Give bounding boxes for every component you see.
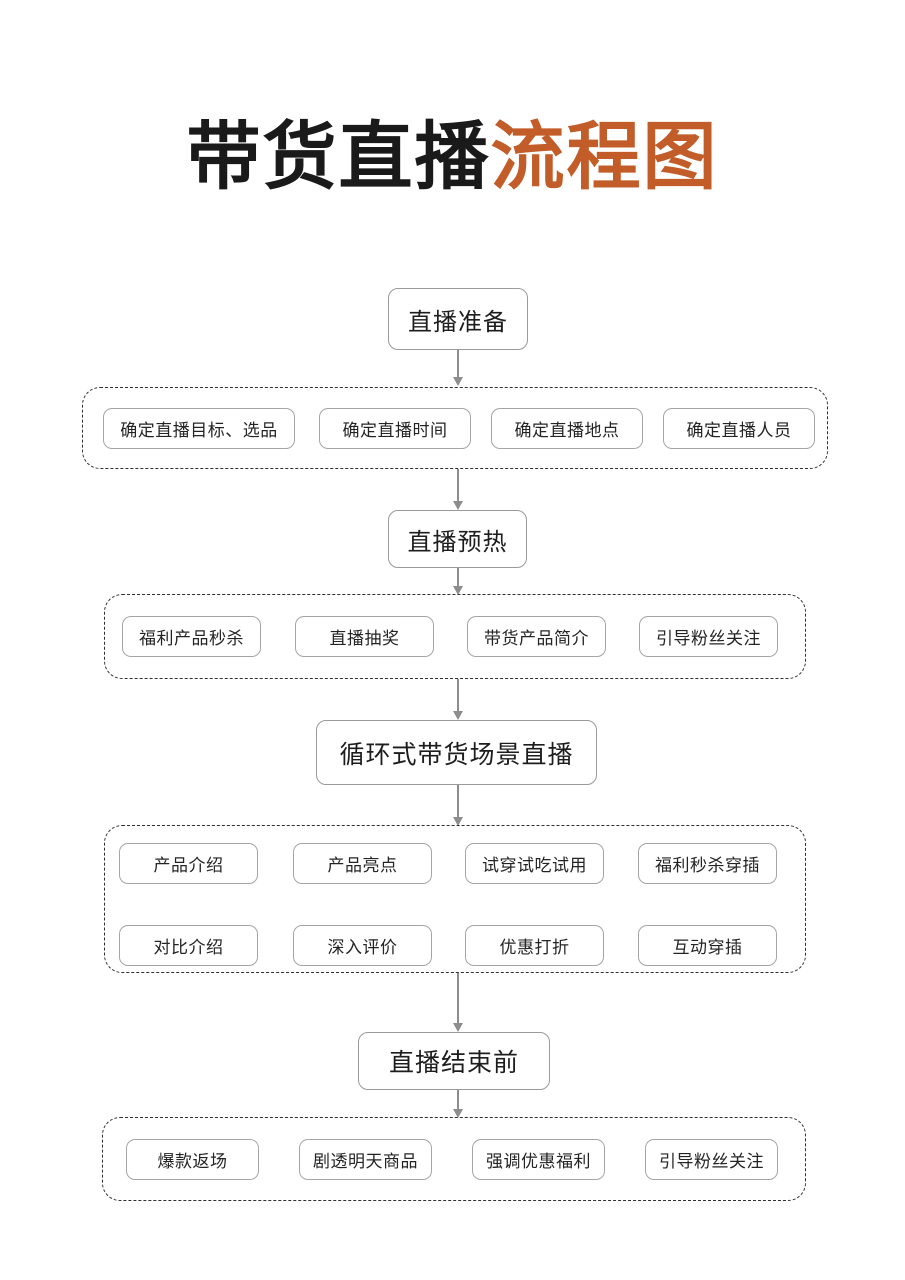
item-box-prep-1[interactable]: 确定直播时间 xyxy=(319,408,471,449)
arrow-warmup-group-to-loop xyxy=(453,679,463,720)
item-label: 引导粉丝关注 xyxy=(659,1152,764,1171)
item-box-loop-7[interactable]: 互动穿插 xyxy=(638,925,777,966)
item-label: 带货产品简介 xyxy=(484,629,589,648)
item-box-warmup-3[interactable]: 引导粉丝关注 xyxy=(639,616,778,657)
item-box-loop-6[interactable]: 优惠打折 xyxy=(465,925,604,966)
arrow-shaft xyxy=(457,568,459,586)
item-box-ending-0[interactable]: 爆款返场 xyxy=(126,1139,259,1180)
item-label: 产品介绍 xyxy=(153,856,224,875)
item-box-loop-5[interactable]: 深入评价 xyxy=(293,925,432,966)
item-box-warmup-0[interactable]: 福利产品秒杀 xyxy=(122,616,261,657)
item-label: 福利秒杀穿插 xyxy=(655,856,760,875)
item-label: 产品亮点 xyxy=(327,856,398,875)
item-box-ending-1[interactable]: 剧透明天商品 xyxy=(299,1139,432,1180)
arrow-shaft xyxy=(457,1090,459,1109)
item-label: 优惠打折 xyxy=(499,938,570,957)
item-box-prep-0[interactable]: 确定直播目标、选品 xyxy=(103,408,295,449)
arrow-head xyxy=(453,377,463,386)
item-label: 试穿试吃试用 xyxy=(482,856,587,875)
item-label: 互动穿插 xyxy=(672,938,743,957)
stage-label-ending: 直播结束前 xyxy=(388,1050,519,1077)
item-box-ending-3[interactable]: 引导粉丝关注 xyxy=(645,1139,778,1180)
item-box-ending-2[interactable]: 强调优惠福利 xyxy=(472,1139,605,1180)
arrow-shaft xyxy=(457,679,459,711)
item-box-loop-2[interactable]: 试穿试吃试用 xyxy=(465,843,604,884)
arrow-shaft xyxy=(457,469,459,501)
item-label: 爆款返场 xyxy=(157,1152,228,1171)
arrow-shaft xyxy=(457,350,459,377)
item-box-prep-2[interactable]: 确定直播地点 xyxy=(491,408,643,449)
stage-box-warmup[interactable]: 直播预热 xyxy=(388,510,527,568)
group-container-ending xyxy=(102,1117,806,1201)
arrow-head xyxy=(453,1023,463,1032)
item-box-loop-1[interactable]: 产品亮点 xyxy=(293,843,432,884)
arrow-loop-group-to-ending xyxy=(453,973,463,1032)
stage-label-warmup: 直播预热 xyxy=(407,529,508,556)
item-box-loop-3[interactable]: 福利秒杀穿插 xyxy=(638,843,777,884)
stage-box-ending[interactable]: 直播结束前 xyxy=(358,1032,550,1090)
arrow-warmup-to-group xyxy=(453,568,463,595)
item-label: 确定直播人员 xyxy=(686,421,792,440)
item-box-loop-0[interactable]: 产品介绍 xyxy=(119,843,258,884)
stage-label-prep: 直播准备 xyxy=(408,309,508,336)
stage-box-loop[interactable]: 循环式带货场景直播 xyxy=(316,720,597,785)
arrow-loop-to-group xyxy=(453,785,463,826)
item-label: 确定直播目标、选品 xyxy=(120,421,278,440)
stage-label-loop: 循环式带货场景直播 xyxy=(339,741,574,769)
item-box-warmup-1[interactable]: 直播抽奖 xyxy=(295,616,434,657)
item-box-warmup-2[interactable]: 带货产品简介 xyxy=(467,616,606,657)
page-title: 带货直播流程图 xyxy=(0,112,905,204)
item-label: 深入评价 xyxy=(327,938,398,957)
arrow-ending-to-group xyxy=(453,1090,463,1118)
arrow-shaft xyxy=(457,973,459,1023)
arrow-shaft xyxy=(457,785,459,817)
item-label: 确定直播时间 xyxy=(342,421,448,440)
item-box-loop-4[interactable]: 对比介绍 xyxy=(119,925,258,966)
item-label: 强调优惠福利 xyxy=(486,1152,591,1171)
item-label: 确定直播地点 xyxy=(514,421,620,440)
arrow-prep-to-group xyxy=(453,350,463,386)
item-box-prep-3[interactable]: 确定直播人员 xyxy=(663,408,815,449)
stage-box-prep[interactable]: 直播准备 xyxy=(388,288,528,350)
item-label: 引导粉丝关注 xyxy=(656,629,761,648)
group-container-loop xyxy=(104,825,806,973)
group-container-prep xyxy=(82,387,828,469)
item-label: 剧透明天商品 xyxy=(313,1152,418,1171)
page-title-primary: 带货直播 xyxy=(186,117,491,199)
item-label: 对比介绍 xyxy=(153,938,224,957)
arrow-prep-group-to-warmup xyxy=(453,469,463,510)
item-label: 福利产品秒杀 xyxy=(139,629,244,648)
arrow-head xyxy=(453,501,463,510)
page-title-accent: 流程图 xyxy=(490,117,719,199)
group-container-warmup xyxy=(104,594,806,679)
arrow-head xyxy=(453,711,463,720)
item-label: 直播抽奖 xyxy=(329,629,400,648)
